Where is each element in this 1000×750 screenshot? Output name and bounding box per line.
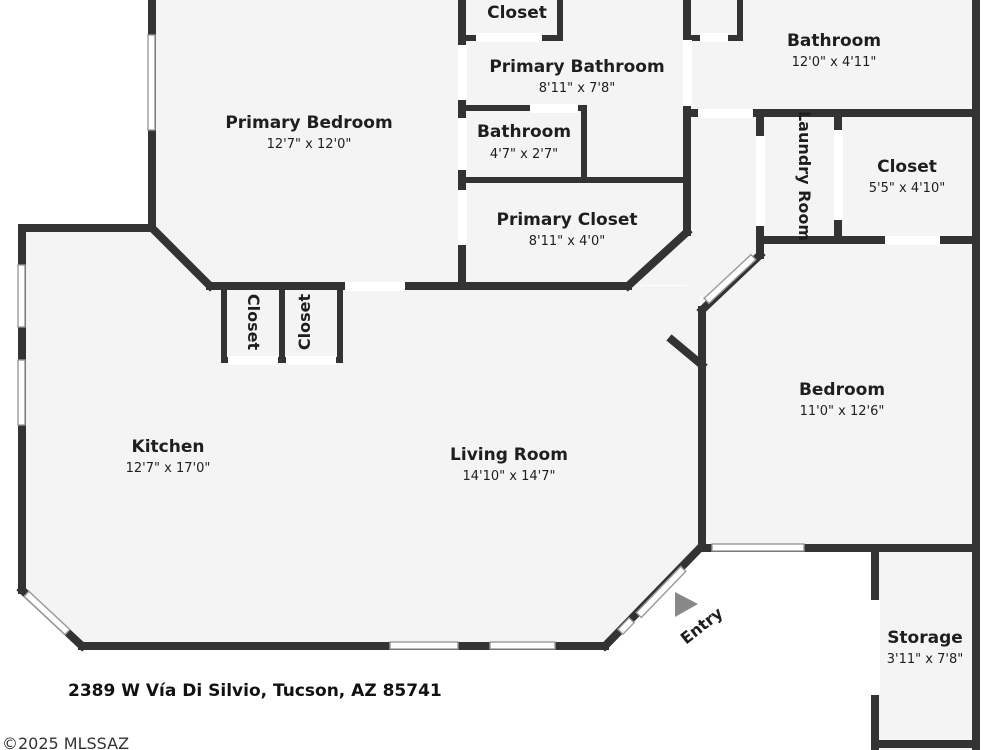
room-name-closet-right: Closet (877, 157, 937, 177)
property-address: 2389 W Vía Di Silvio, Tucson, AZ 85741 (68, 681, 442, 701)
room-dims-primary-closet: 8'11" x 4'0" (529, 234, 605, 249)
room-name-bedroom: Bedroom (799, 380, 885, 400)
room-name-top-closet: Closet (487, 3, 547, 23)
room-name-primary-bathroom: Primary Bathroom (489, 57, 664, 77)
room-dims-closet-right: 5'5" x 4'10" (869, 181, 945, 196)
floor-fills (22, 0, 977, 750)
room-name-kitchen: Kitchen (132, 437, 205, 457)
room-dims-kitchen: 12'7" x 17'0" (126, 461, 211, 476)
copyright-watermark: ©2025 MLSSAZ (2, 734, 129, 750)
room-dims-bathroom-small: 4'7" x 2'7" (490, 147, 558, 162)
room-dims-living-room: 14'10" x 14'7" (463, 469, 556, 484)
entry-arrow-icon (675, 592, 698, 617)
room-name-primary-bedroom: Primary Bedroom (225, 113, 392, 133)
room-name-closet-a: Closet (244, 294, 263, 351)
entry-marker: Entry (675, 592, 727, 648)
room-dims-bathroom-top: 12'0" x 4'11" (792, 55, 877, 70)
room-dims-bedroom: 11'0" x 12'6" (800, 404, 885, 419)
room-dims-primary-bedroom: 12'7" x 12'0" (267, 137, 352, 152)
room-name-closet-b: Closet (295, 294, 314, 351)
room-name-primary-closet: Primary Closet (497, 210, 638, 230)
door-openings (228, 33, 940, 695)
room-name-bathroom-top: Bathroom (787, 31, 881, 51)
room-name-bathroom-small: Bathroom (477, 122, 571, 142)
room-labels: Closet Primary Bathroom 8'11" x 7'8" Bat… (126, 3, 964, 667)
windows (17, 34, 805, 650)
room-name-living-room: Living Room (450, 445, 568, 465)
room-dims-primary-bathroom: 8'11" x 7'8" (539, 81, 615, 96)
room-name-storage: Storage (887, 628, 963, 648)
room-name-laundry: Laundry Room (795, 111, 814, 241)
room-dims-storage: 3'11" x 7'8" (887, 652, 963, 667)
